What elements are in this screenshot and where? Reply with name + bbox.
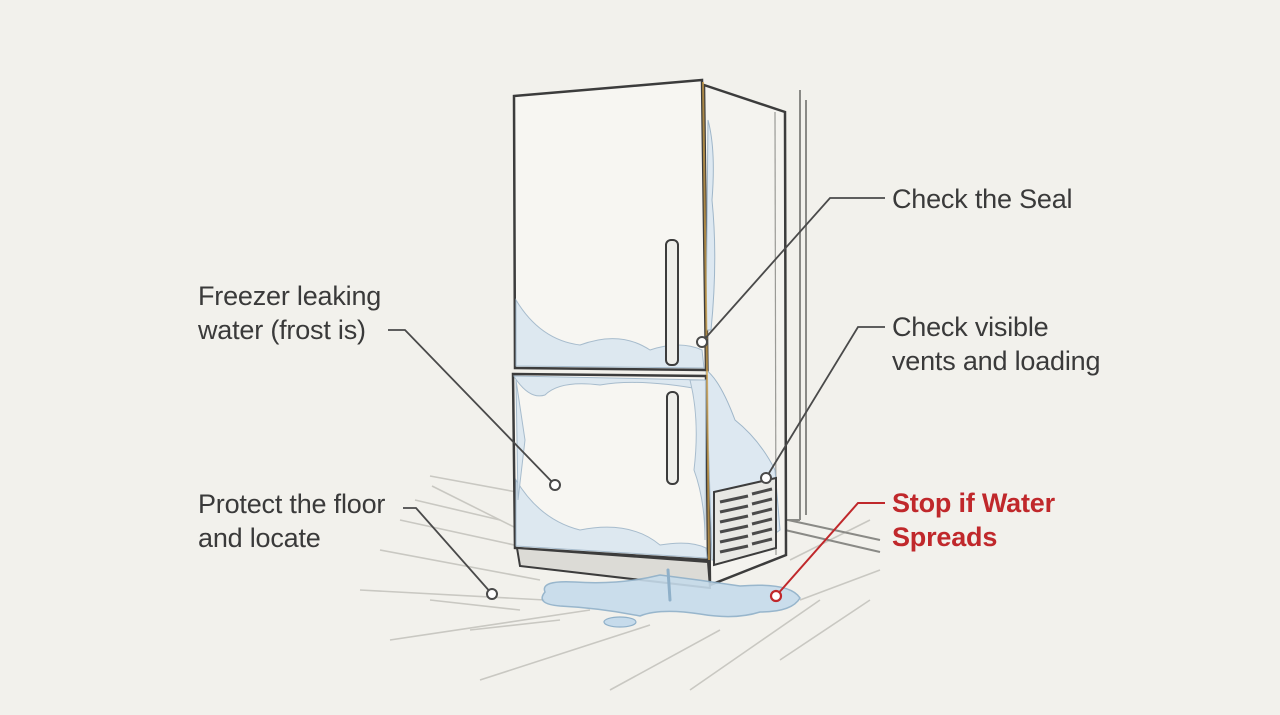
callout-vents-line-2: vents and loading xyxy=(892,346,1101,376)
floor-planks xyxy=(359,475,881,691)
leader-vents xyxy=(765,326,885,479)
callout-vents-line-1: Check visible xyxy=(892,312,1049,342)
leader-freezer xyxy=(388,329,556,486)
leader-endpoints xyxy=(486,336,772,600)
frost-doors xyxy=(513,298,708,559)
leader-stop xyxy=(775,502,885,597)
callout-floor-line-2: and locate xyxy=(198,523,321,553)
callout-seal-line-1: Check the Seal xyxy=(892,184,1073,214)
leader-seal xyxy=(701,197,885,343)
callout-freezer-line-1: Freezer leaking xyxy=(198,281,382,311)
callout-freezer-leaking: Freezer leaking water (frost is) xyxy=(198,279,381,347)
callout-stop-line-1: Stop if Water xyxy=(892,488,1055,518)
leader-floor xyxy=(403,507,493,595)
callout-check-seal: Check the Seal xyxy=(892,182,1073,216)
vent-grille-icon xyxy=(713,476,777,567)
door-handles xyxy=(665,239,679,485)
wall-corner xyxy=(784,90,881,553)
callout-freezer-line-2: water (frost is) xyxy=(198,315,366,345)
callout-floor-line-1: Protect the floor xyxy=(198,489,386,519)
callout-stop-water-warning: Stop if Water Spreads xyxy=(892,486,1055,554)
callout-stop-line-2: Spreads xyxy=(892,522,998,552)
callout-protect-floor: Protect the floor and locate xyxy=(198,487,385,555)
callout-check-vents: Check visible vents and loading xyxy=(892,310,1100,378)
leader-lines xyxy=(388,197,885,595)
